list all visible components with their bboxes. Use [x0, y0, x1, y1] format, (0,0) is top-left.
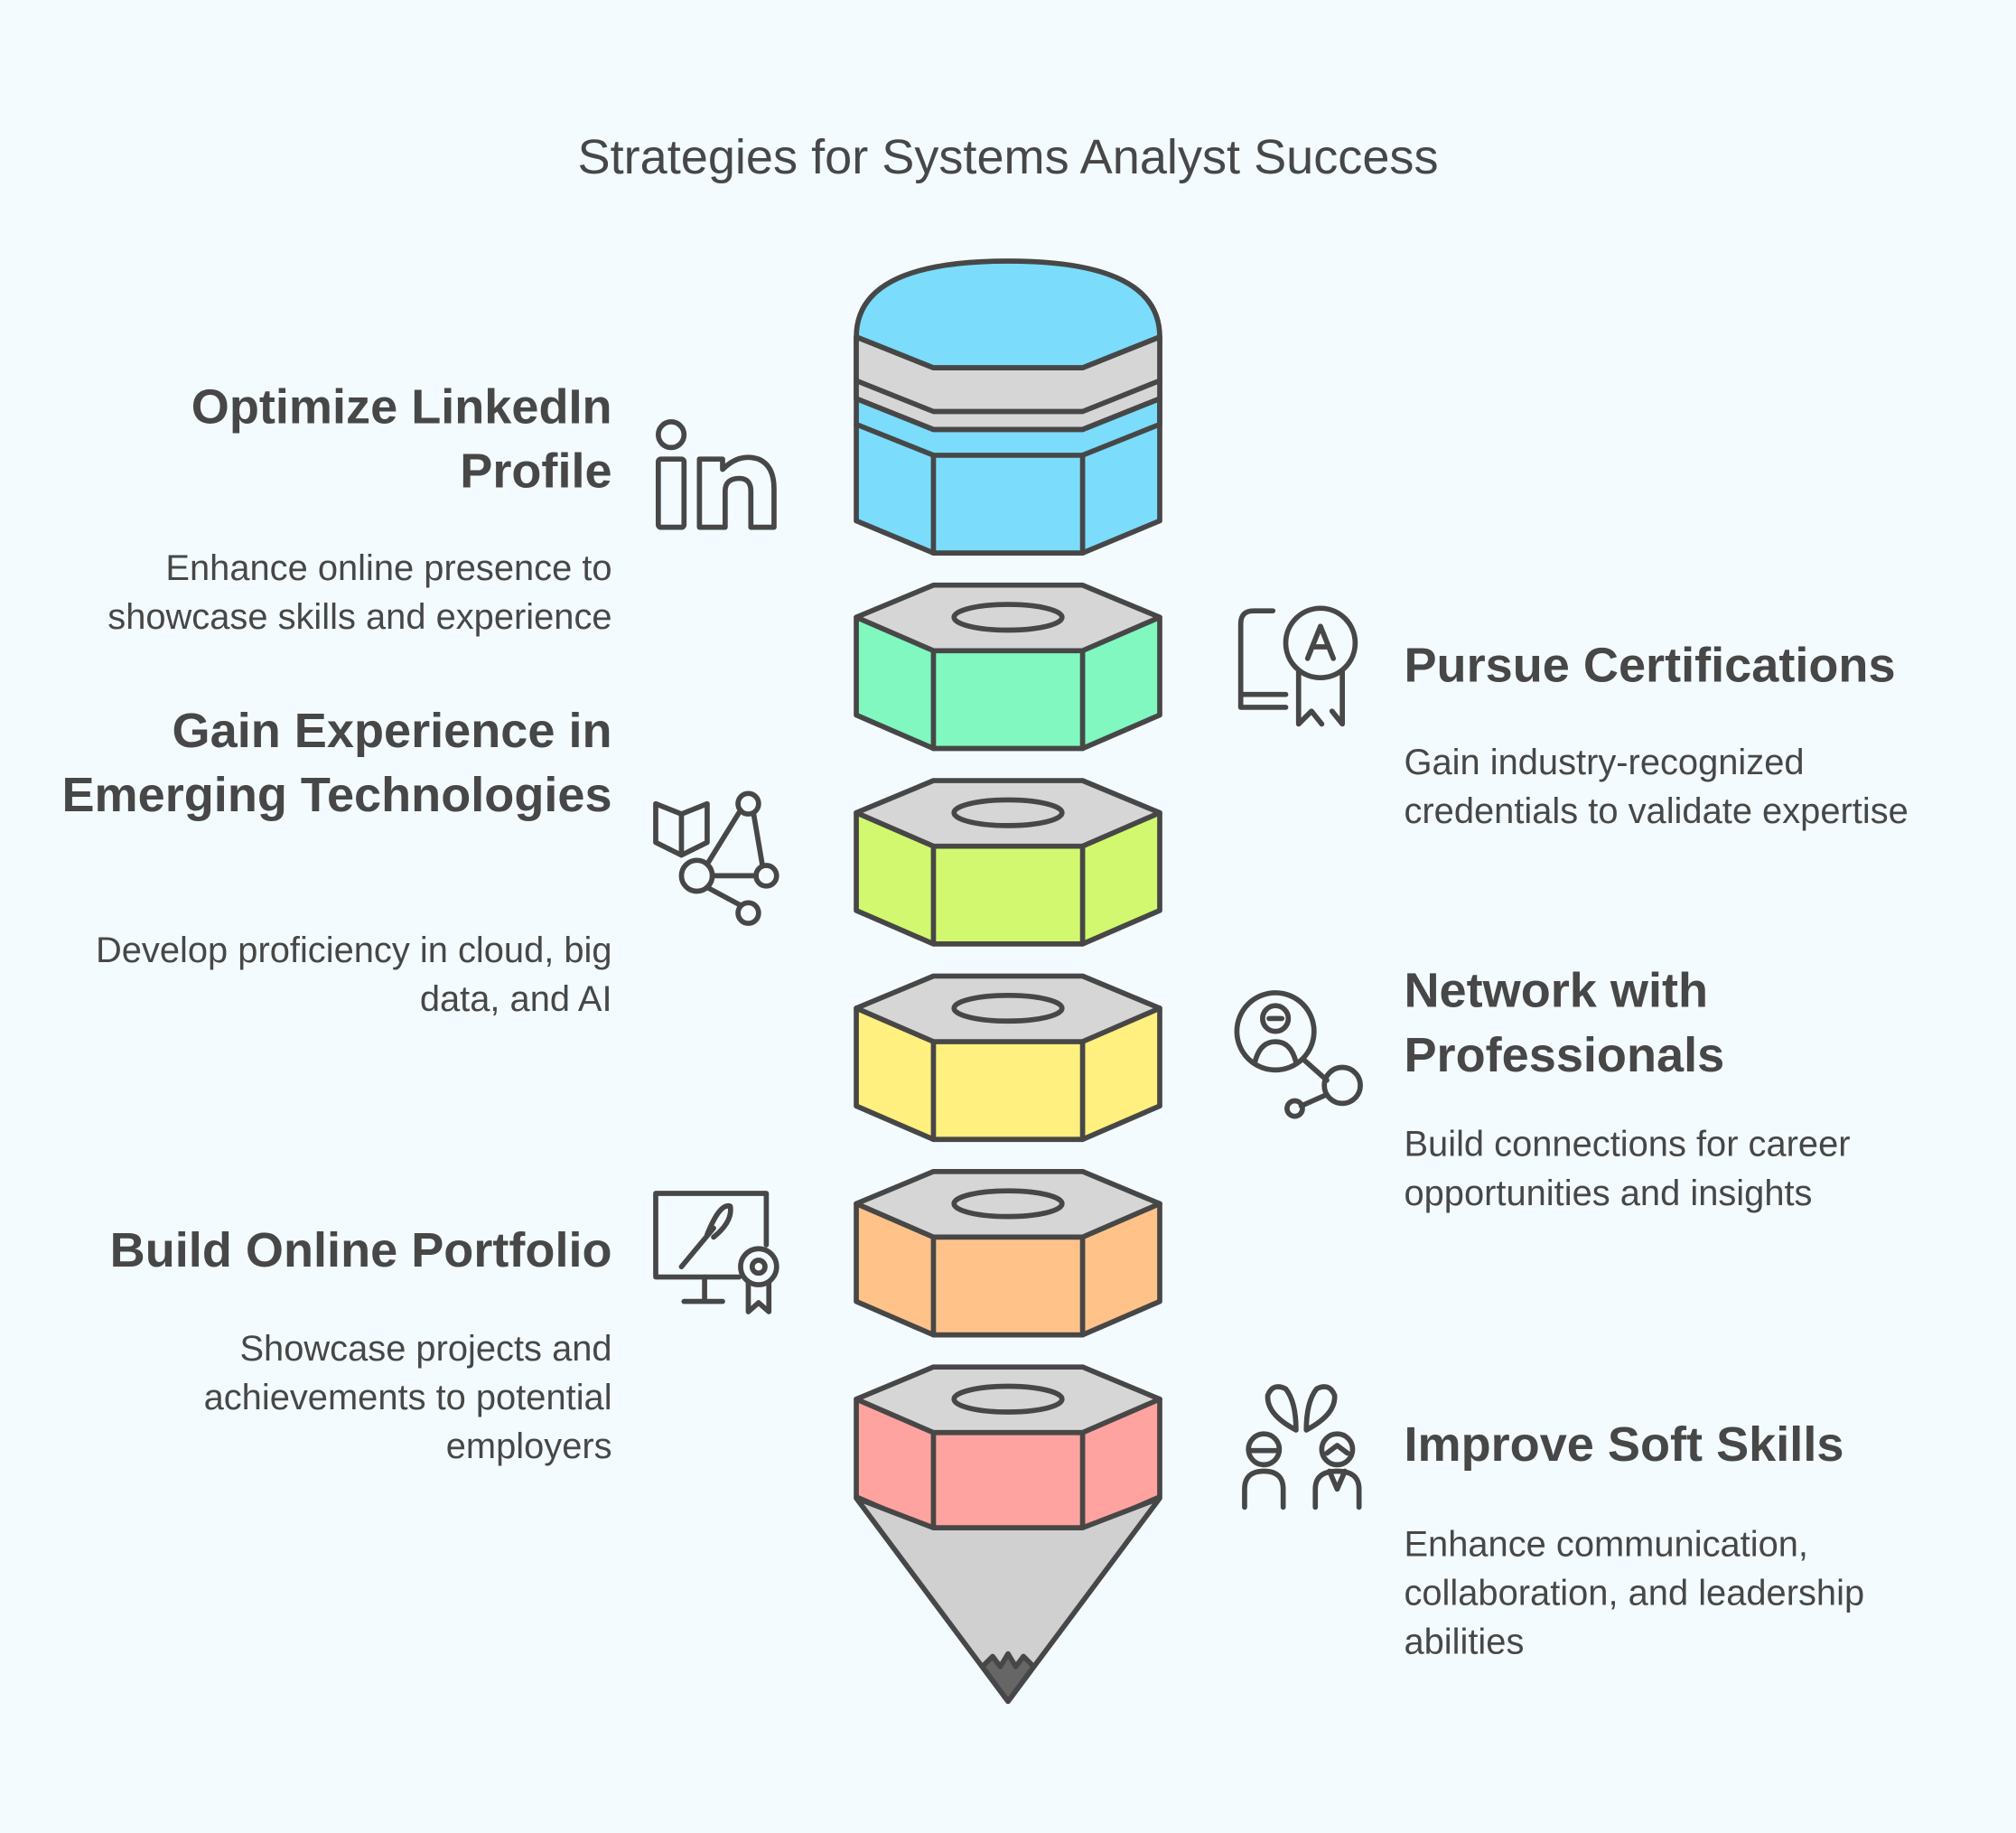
pencil-segment-yellow: [854, 973, 1162, 1143]
desc-network: Build connections for career opportuniti…: [1404, 1124, 1851, 1213]
heading-emerging-tech: Gain Experience in Emerging Technologies: [61, 705, 612, 824]
heading-network: Network with Professionals: [1404, 964, 1725, 1083]
desc-emerging-tech: Develop proficiency in cloud, big data, …: [95, 930, 612, 1019]
linkedin-icon: [655, 419, 777, 530]
page-title: Strategies for Systems Analyst Success: [577, 131, 1439, 185]
desc-linkedin: Enhance online presence to showcase skil…: [107, 547, 612, 637]
monitor-award-icon: [653, 1191, 779, 1314]
desc-certifications: Gain industry-recognized credentials to …: [1404, 742, 1909, 831]
book-network-icon: [653, 790, 779, 926]
people-idea-icon: [1242, 1384, 1362, 1510]
heading-linkedin: Optimize LinkedIn Profile: [191, 380, 612, 500]
pencil-tip: [854, 1495, 1162, 1705]
pencil-segment-orange: [854, 1168, 1162, 1338]
pencil-segment-green: [854, 582, 1162, 752]
pencil-cap: [854, 258, 1162, 556]
person-network-icon: [1234, 990, 1363, 1119]
heading-certifications: Pursue Certifications: [1404, 639, 1896, 694]
pencil-segment-lime: [854, 778, 1162, 947]
heading-portfolio: Build Online Portfolio: [109, 1224, 612, 1278]
desc-soft-skills: Enhance communication, collaboration, an…: [1404, 1523, 1865, 1662]
desc-portfolio: Showcase projects and achievements to po…: [203, 1328, 612, 1466]
certificate-icon: [1237, 605, 1358, 727]
heading-soft-skills: Improve Soft Skills: [1404, 1418, 1844, 1473]
